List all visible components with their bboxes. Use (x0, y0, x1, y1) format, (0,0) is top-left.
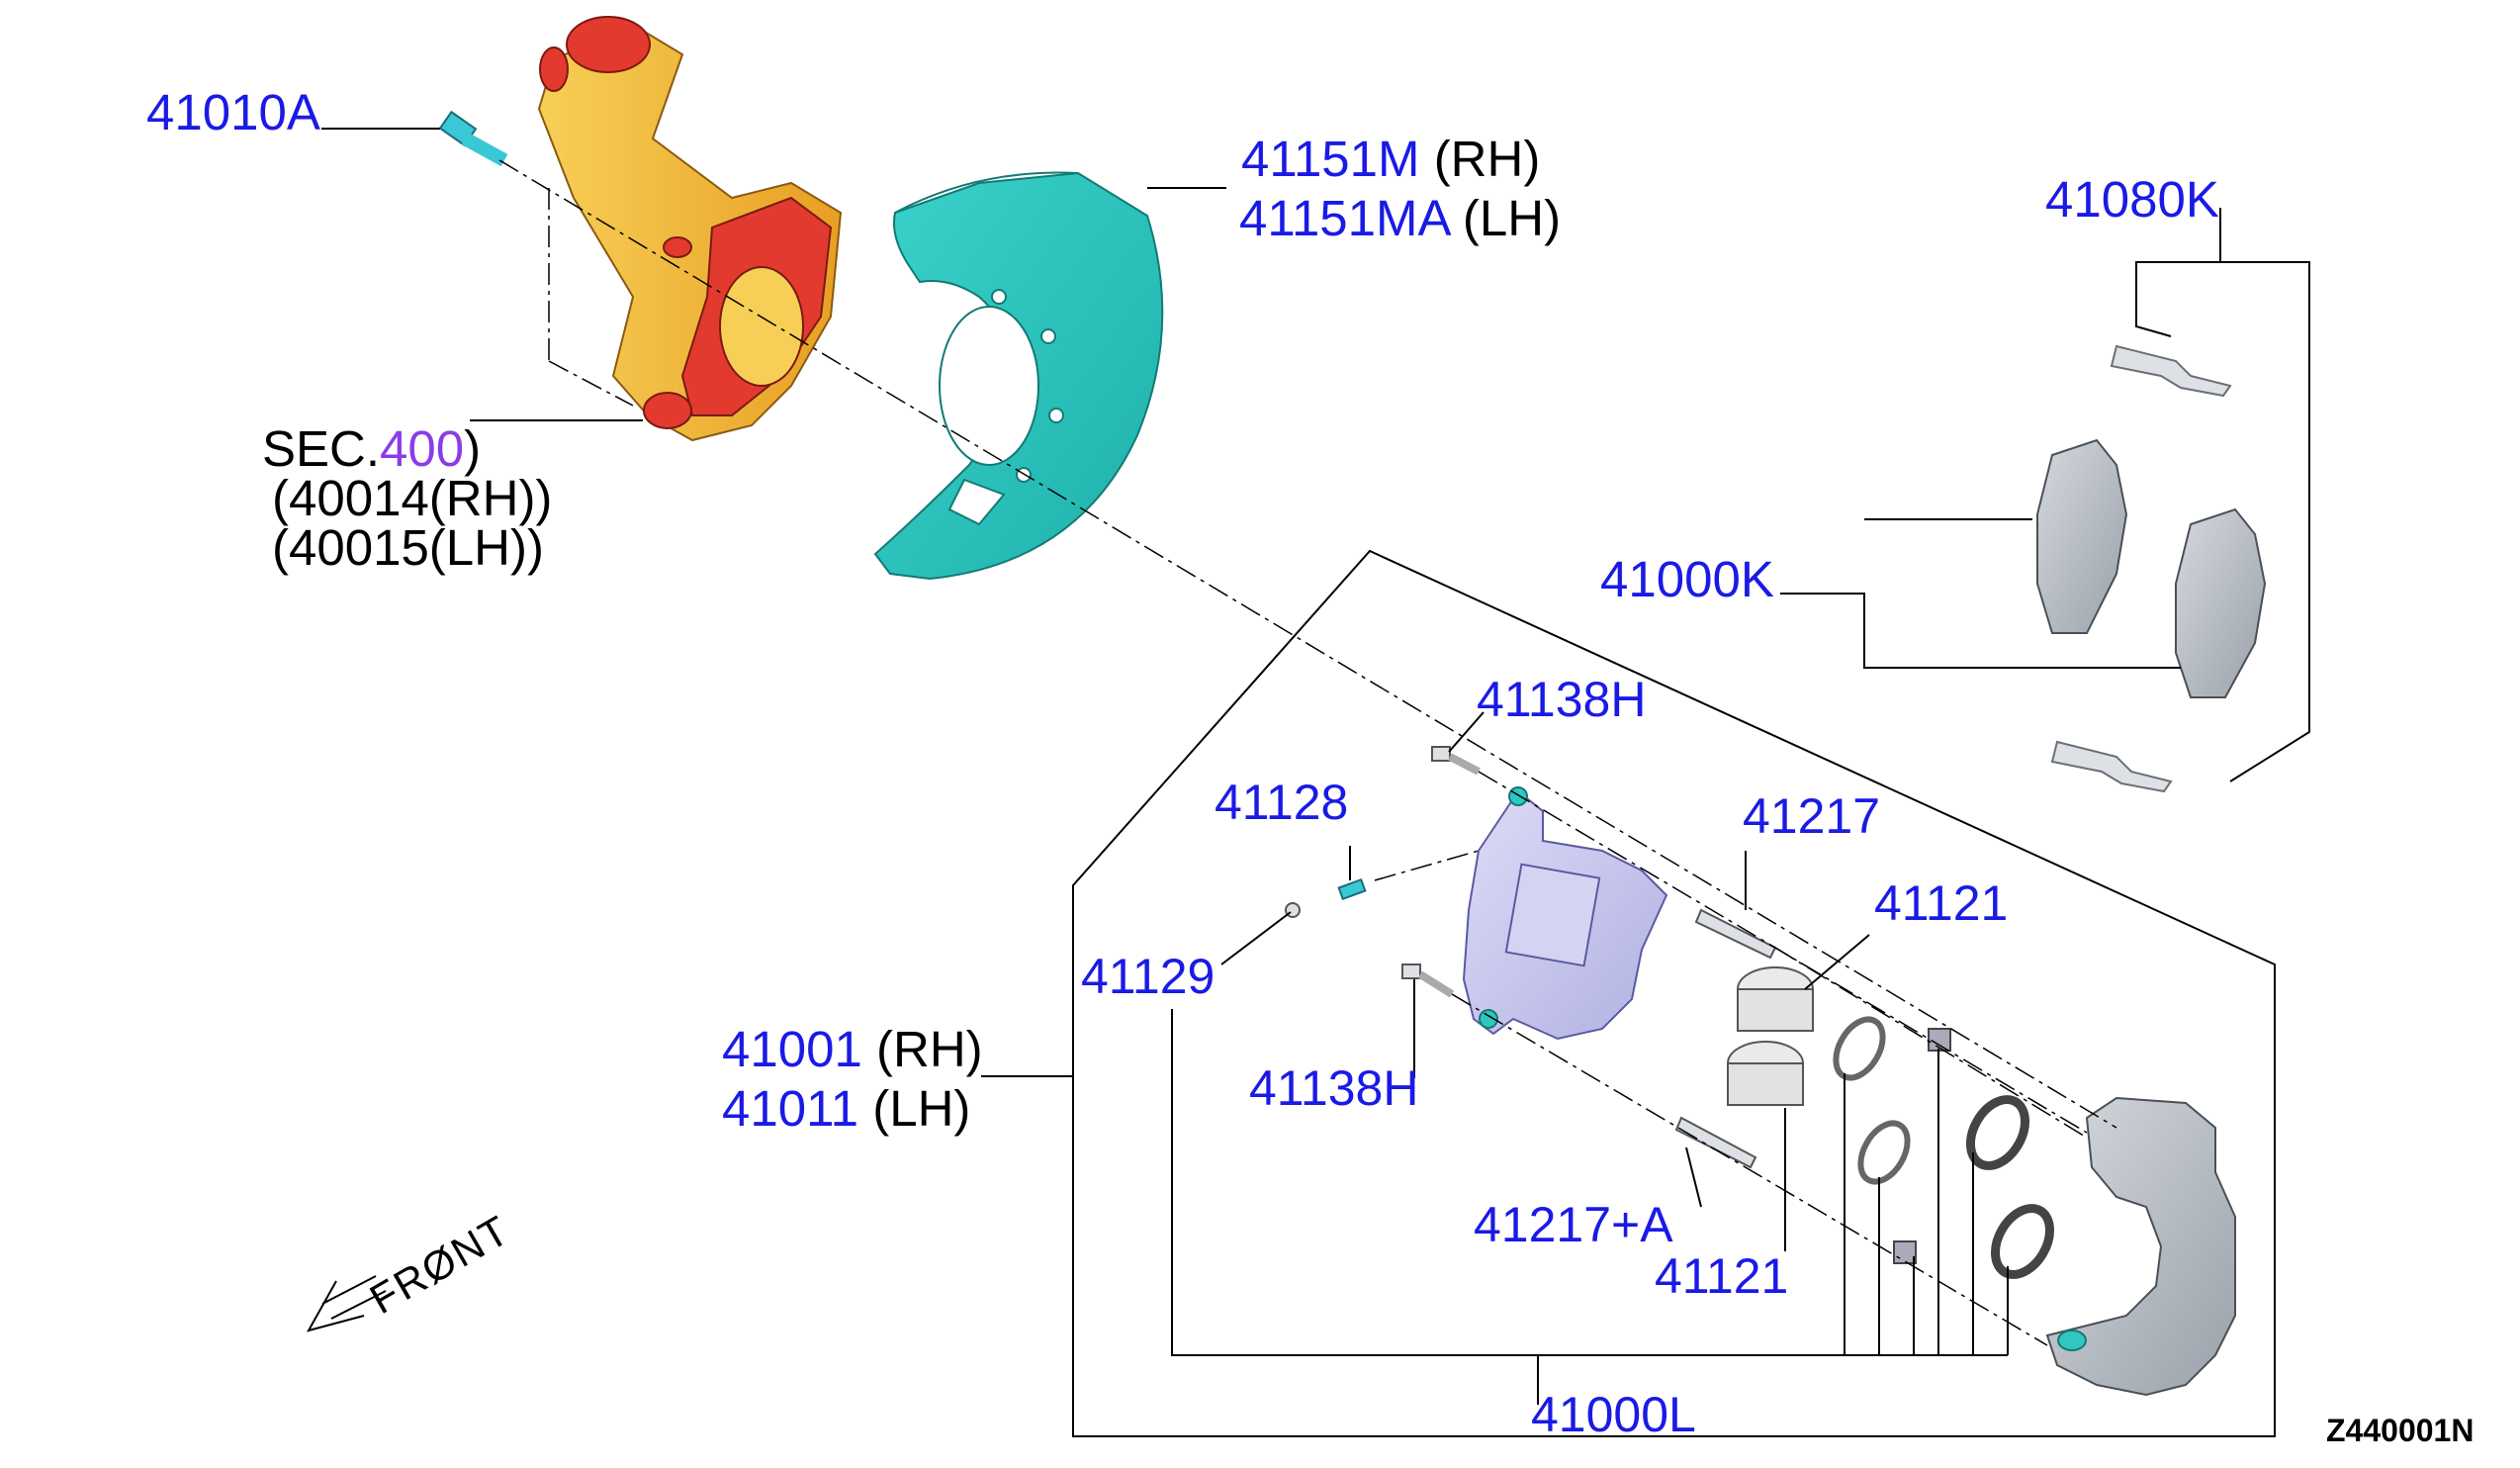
part-number: 41138H (1477, 672, 1647, 727)
dust-shield (873, 171, 1164, 581)
callout-41121-bottom: 41121 (1655, 1251, 1788, 1301)
callout-41217: 41217 (1743, 791, 1880, 841)
section-link[interactable]: 400 (380, 420, 465, 477)
brake-pad-icon (2036, 438, 2267, 698)
part-number: 41151MA (1239, 190, 1449, 246)
part-number: 41000K (1600, 551, 1774, 607)
side-label: (RH) (876, 1021, 983, 1077)
callout-41121-top: 41121 (1874, 878, 2008, 928)
callout-41010a: 41010A (146, 87, 320, 138)
callout-41011: 41011 (LH) (722, 1083, 970, 1134)
callout-41138h-bottom: 41138H (1249, 1063, 1418, 1113)
knuckle-lh-number: (40015(LH)) (272, 519, 544, 576)
part-number: 41010A (146, 84, 320, 140)
part-number: 41011 (722, 1080, 859, 1137)
assembly-axis-lines (498, 159, 2117, 1346)
part-number: 41217+A (1474, 1197, 1673, 1252)
caliper-body (1462, 786, 1668, 1041)
callout-knuckle-section: SEC.400) (262, 423, 481, 474)
callout-41151m: 41151M (RH) (1241, 134, 1540, 184)
steering-knuckle (537, 16, 843, 442)
part-number: 41129 (1081, 949, 1215, 1004)
part-number: 41128 (1215, 775, 1349, 830)
side-label: (LH) (1462, 190, 1562, 246)
callout-41151ma: 41151MA (LH) (1239, 193, 1561, 243)
callout-41128: 41128 (1215, 778, 1348, 827)
pad-spring-icon (2050, 344, 2232, 793)
drawing-code: Z440001N (2326, 1413, 2475, 1448)
small-parts (1285, 746, 2054, 1279)
part-number: 41000L (1531, 1387, 1696, 1442)
part-number: 41217 (1743, 788, 1881, 844)
knuckle-rh-number: (40014(RH)) (272, 470, 553, 526)
side-label: (LH) (872, 1080, 971, 1137)
callout-41129: 41129 (1081, 952, 1215, 1001)
leader-lines (321, 128, 2310, 1437)
caliper-bracket (2045, 1096, 2236, 1397)
part-number: 41121 (1655, 1248, 1789, 1304)
bolt-icon (438, 110, 508, 167)
callout-41138h-top: 41138H (1477, 675, 1646, 724)
callout-41080k: 41080K (2045, 174, 2219, 225)
side-label: (RH) (1433, 131, 1541, 187)
part-number: 41080K (2045, 171, 2219, 228)
front-arrow-icon (306, 1275, 387, 1332)
section-prefix: SEC. (262, 420, 381, 477)
callout-41000k: 41000K (1600, 554, 1774, 604)
part-number: 41001 (722, 1021, 862, 1077)
part-number: 41121 (1874, 875, 2009, 931)
section-suffix: ) (464, 420, 482, 477)
part-number: 41138H (1249, 1060, 1419, 1116)
callout-41000l: 41000L (1531, 1390, 1696, 1439)
part-number: 41151M (1241, 131, 1420, 187)
callout-41217a: 41217+A (1474, 1200, 1673, 1249)
callout-41001: 41001 (RH) (722, 1024, 983, 1074)
